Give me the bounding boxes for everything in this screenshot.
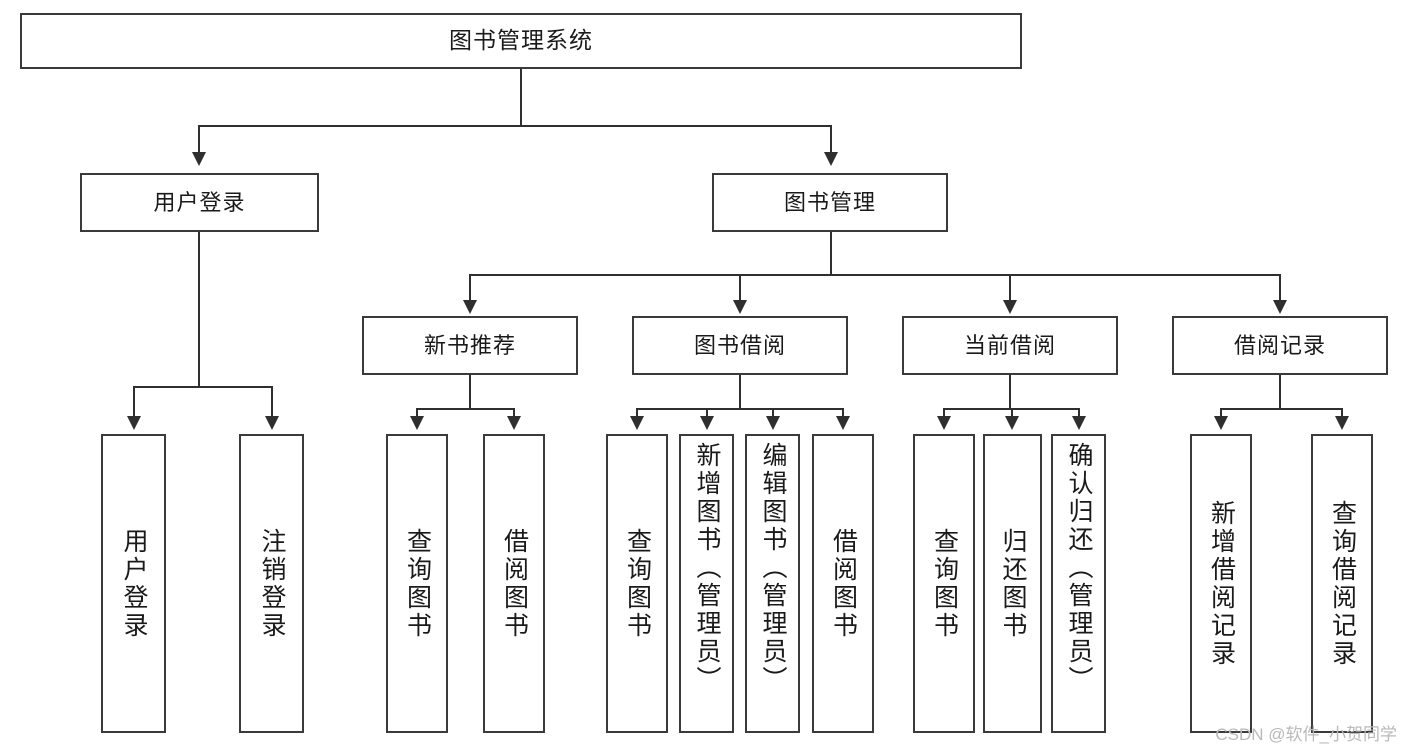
connector-user-login-stem — [198, 232, 200, 386]
connector-to-leaf-rec-query-record — [1341, 408, 1343, 418]
node-borrowing-record[interactable]: 借阅记录 — [1172, 316, 1388, 375]
connector-to-new-book-rec — [469, 274, 471, 302]
connector-to-leaf-rec-add-record — [1220, 408, 1222, 418]
leaf-borrow-book-from-recommendation[interactable]: 借阅图书 — [483, 434, 545, 733]
node-label: 用户登录 — [153, 189, 246, 215]
node-label: 归还图书 — [999, 527, 1027, 640]
connector-root-stem — [520, 69, 522, 125]
node-label: 查询图书 — [930, 527, 959, 640]
connector-to-current-borrow — [1009, 274, 1011, 302]
leaf-query-book-from-borrowing[interactable]: 查询图书 — [606, 434, 668, 733]
arrowhead-to-leaf-cur-return-book — [1005, 416, 1019, 430]
arrowhead-to-leaf-borrow-add-book — [700, 416, 714, 430]
connector-new-book-rec-stem — [469, 375, 471, 408]
connector-to-leaf-user-login — [133, 386, 135, 418]
arrowhead-to-leaf-user-logout — [265, 416, 279, 430]
connector-to-leaf-rec-query-book — [416, 408, 418, 418]
node-root-book-management-system[interactable]: 图书管理系统 — [20, 13, 1022, 69]
node-label: 图书借阅 — [693, 332, 786, 358]
connector-to-borrow-record — [1279, 274, 1281, 302]
leaf-edit-book-admin[interactable]: 编辑图书（管理员） — [745, 434, 800, 733]
arrowhead-to-current-borrow — [1003, 300, 1017, 314]
arrowhead-to-borrow-record — [1273, 300, 1287, 314]
node-label: 图书管理 — [783, 189, 876, 215]
connector-book-manage-bus — [469, 274, 1280, 276]
arrowhead-to-book-borrow — [733, 300, 747, 314]
arrowhead-to-leaf-rec-query-book — [410, 416, 424, 430]
connector-book-borrow-bus — [636, 408, 843, 410]
leaf-return-book[interactable]: 归还图书 — [983, 434, 1042, 733]
connector-to-leaf-rec-borrow-book — [513, 408, 515, 418]
connector-to-leaf-borrow-borrow-book — [842, 408, 844, 418]
connector-to-book-manage — [830, 125, 832, 154]
leaf-add-book-admin[interactable]: 新增图书（管理员） — [679, 434, 734, 733]
node-label: 新书推荐 — [423, 332, 516, 358]
node-label: 新增图书（管理员） — [693, 442, 721, 694]
node-book-borrowing[interactable]: 图书借阅 — [632, 316, 848, 375]
arrowhead-to-user-login — [192, 152, 206, 166]
connector-root-bus — [198, 125, 832, 127]
node-label: 查询图书 — [623, 527, 652, 640]
node-label: 新增借阅记录 — [1207, 499, 1236, 668]
connector-to-leaf-borrow-add-book — [706, 408, 708, 418]
connector-to-book-borrow — [739, 274, 741, 302]
node-label: 编辑图书（管理员） — [759, 442, 787, 694]
node-label: 借阅图书 — [829, 527, 858, 640]
node-label: 借阅图书 — [500, 527, 529, 640]
arrowhead-to-leaf-cur-query-book — [937, 416, 951, 430]
arrowhead-to-leaf-user-login — [127, 416, 141, 430]
arrowhead-to-book-manage — [824, 152, 838, 166]
node-label: 借阅记录 — [1233, 332, 1326, 358]
arrowhead-to-leaf-rec-add-record — [1214, 416, 1228, 430]
node-label: 当前借阅 — [963, 332, 1056, 358]
connector-to-leaf-cur-query-book — [943, 408, 945, 418]
node-label: 确认归还（管理员） — [1065, 442, 1093, 694]
node-new-book-recommendation[interactable]: 新书推荐 — [362, 316, 578, 375]
connector-book-manage-stem — [830, 232, 832, 274]
arrowhead-to-leaf-rec-borrow-book — [507, 416, 521, 430]
connector-to-leaf-cur-return-book — [1011, 408, 1013, 418]
connector-user-login-bus — [133, 386, 272, 388]
node-user-login[interactable]: 用户登录 — [80, 173, 319, 232]
connector-borrow-record-bus — [1220, 408, 1342, 410]
node-book-management[interactable]: 图书管理 — [712, 173, 948, 232]
arrowhead-to-leaf-cur-confirm-return — [1072, 416, 1086, 430]
connector-to-leaf-user-logout — [271, 386, 273, 418]
leaf-query-book-from-recommendation[interactable]: 查询图书 — [386, 434, 448, 733]
connector-current-borrow-stem — [1009, 375, 1011, 408]
leaf-user-login[interactable]: 用户登录 — [101, 434, 166, 733]
leaf-query-borrow-record[interactable]: 查询借阅记录 — [1311, 434, 1373, 733]
leaf-add-borrow-record[interactable]: 新增借阅记录 — [1190, 434, 1252, 733]
connector-new-book-rec-bus — [416, 408, 514, 410]
leaf-user-logout[interactable]: 注销登录 — [239, 434, 304, 733]
connector-book-borrow-stem — [739, 375, 741, 408]
connector-to-user-login — [198, 125, 200, 154]
connector-to-leaf-borrow-query-book — [636, 408, 638, 418]
arrowhead-to-new-book-rec — [463, 300, 477, 314]
leaf-confirm-return-admin[interactable]: 确认归还（管理员） — [1051, 434, 1106, 733]
connector-borrow-record-stem — [1279, 375, 1281, 408]
leaf-borrow-book-from-borrowing[interactable]: 借阅图书 — [812, 434, 874, 733]
connector-to-leaf-borrow-edit-book — [772, 408, 774, 418]
arrowhead-to-leaf-rec-query-record — [1335, 416, 1349, 430]
arrowhead-to-leaf-borrow-query-book — [630, 416, 644, 430]
arrowhead-to-leaf-borrow-edit-book — [766, 416, 780, 430]
arrowhead-to-leaf-borrow-borrow-book — [836, 416, 850, 430]
node-label: 查询借阅记录 — [1328, 499, 1357, 668]
node-label: 图书管理系统 — [449, 27, 593, 54]
connector-to-leaf-cur-confirm-return — [1078, 408, 1080, 418]
node-label: 注销登录 — [258, 527, 286, 640]
node-label: 查询图书 — [403, 527, 432, 640]
leaf-query-book-from-current[interactable]: 查询图书 — [913, 434, 975, 733]
node-label: 用户登录 — [120, 527, 148, 640]
node-current-borrowing[interactable]: 当前借阅 — [902, 316, 1118, 375]
